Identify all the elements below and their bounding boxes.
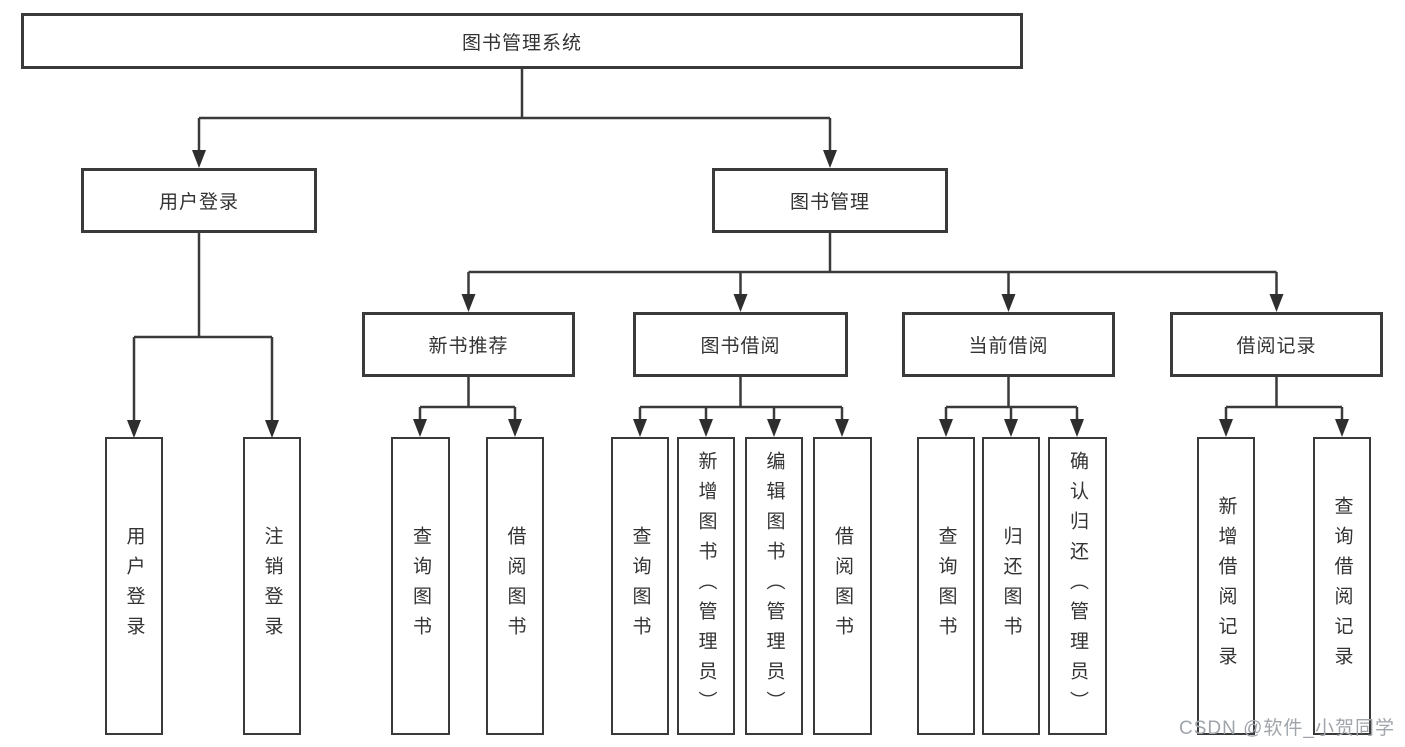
node-leaf-query-books-2: 查询图书 [611,437,669,735]
connector-new-books-children [418,377,517,421]
node-label: 归还图书 [1000,526,1022,646]
node-leaf-user-login: 用户登录 [105,437,163,735]
node-label: 新书推荐 [428,336,509,357]
arrow-icon [508,419,522,437]
node-user-login: 用户登录 [81,168,317,233]
node-leaf-query-books-3: 查询图书 [917,437,975,735]
node-label: 借阅图书 [504,526,526,646]
node-label: 图书借阅 [700,336,781,357]
node-label: 借阅记录 [1236,336,1317,357]
node-leaf-add-borrow-record: 新增借阅记录 [1197,437,1255,735]
arrow-icon [1219,419,1233,437]
node-label: 查询借阅记录 [1331,496,1353,676]
csdn-watermark: CSDN @软件_小贺同学 [1179,718,1395,739]
node-leaf-query-borrow-record: 查询借阅记录 [1313,437,1371,735]
node-label: 当前借阅 [968,336,1049,357]
arrow-icon [733,294,748,312]
connector-book-borrow-children [638,377,844,421]
connector-current-borrow-children [944,377,1079,421]
node-leaf-borrow-books-1: 借阅图书 [486,437,544,735]
arrow-icon [835,419,849,437]
arrow-icon [461,294,476,312]
arrow-icon [1269,294,1284,312]
node-label: 图书管理系统 [461,32,582,54]
arrow-icon [767,419,781,437]
arrowheads [127,150,1349,438]
node-borrowing-records: 借阅记录 [1170,312,1383,377]
connector-book-mgmt-children [467,233,1278,296]
node-leaf-borrow-books-2: 借阅图书 [813,437,872,735]
node-leaf-query-books-1: 查询图书 [391,437,450,735]
node-label: 编辑图书（管理员） [763,451,785,721]
node-label: 图书管理 [789,192,870,213]
arrow-icon [1070,419,1084,437]
node-label: 注销登录 [261,526,283,646]
connector-borrow-records-children [1224,377,1344,421]
node-current-borrowing: 当前借阅 [902,312,1115,377]
arrow-icon [939,419,953,437]
arrow-icon [1001,294,1016,312]
node-leaf-logout: 注销登录 [243,437,301,735]
node-label: 新增图书（管理员） [695,451,717,721]
arrow-icon [823,150,837,168]
arrow-icon [413,419,427,437]
node-label: 新增借阅记录 [1215,496,1237,676]
arrow-icon [192,150,206,168]
node-book-management: 图书管理 [712,168,948,233]
node-label: 用户登录 [123,526,145,646]
arrow-icon [265,420,279,438]
node-label: 查询图书 [629,526,651,646]
node-label: 查询图书 [410,526,431,646]
node-leaf-confirm-return-admin: 确认归还（管理员） [1048,437,1107,735]
node-label: 确认归还（管理员） [1067,451,1088,721]
connector-user-login-children [132,233,274,422]
node-label: 用户登录 [158,192,239,213]
node-system-root: 图书管理系统 [21,13,1023,69]
connector-root-to-level2 [197,69,832,152]
arrow-icon [633,419,647,437]
node-label: 借阅图书 [832,526,853,646]
node-leaf-return-books: 归还图书 [982,437,1040,735]
node-new-book-recommend: 新书推荐 [362,312,575,377]
arrow-icon [699,419,713,437]
node-book-borrowing: 图书借阅 [633,312,848,377]
arrow-icon [1004,419,1018,437]
arrow-icon [127,420,141,438]
node-label: 查询图书 [935,526,957,646]
node-leaf-edit-books-admin: 编辑图书（管理员） [745,437,803,735]
node-leaf-add-books-admin: 新增图书（管理员） [677,437,735,735]
arrow-icon [1335,419,1349,437]
